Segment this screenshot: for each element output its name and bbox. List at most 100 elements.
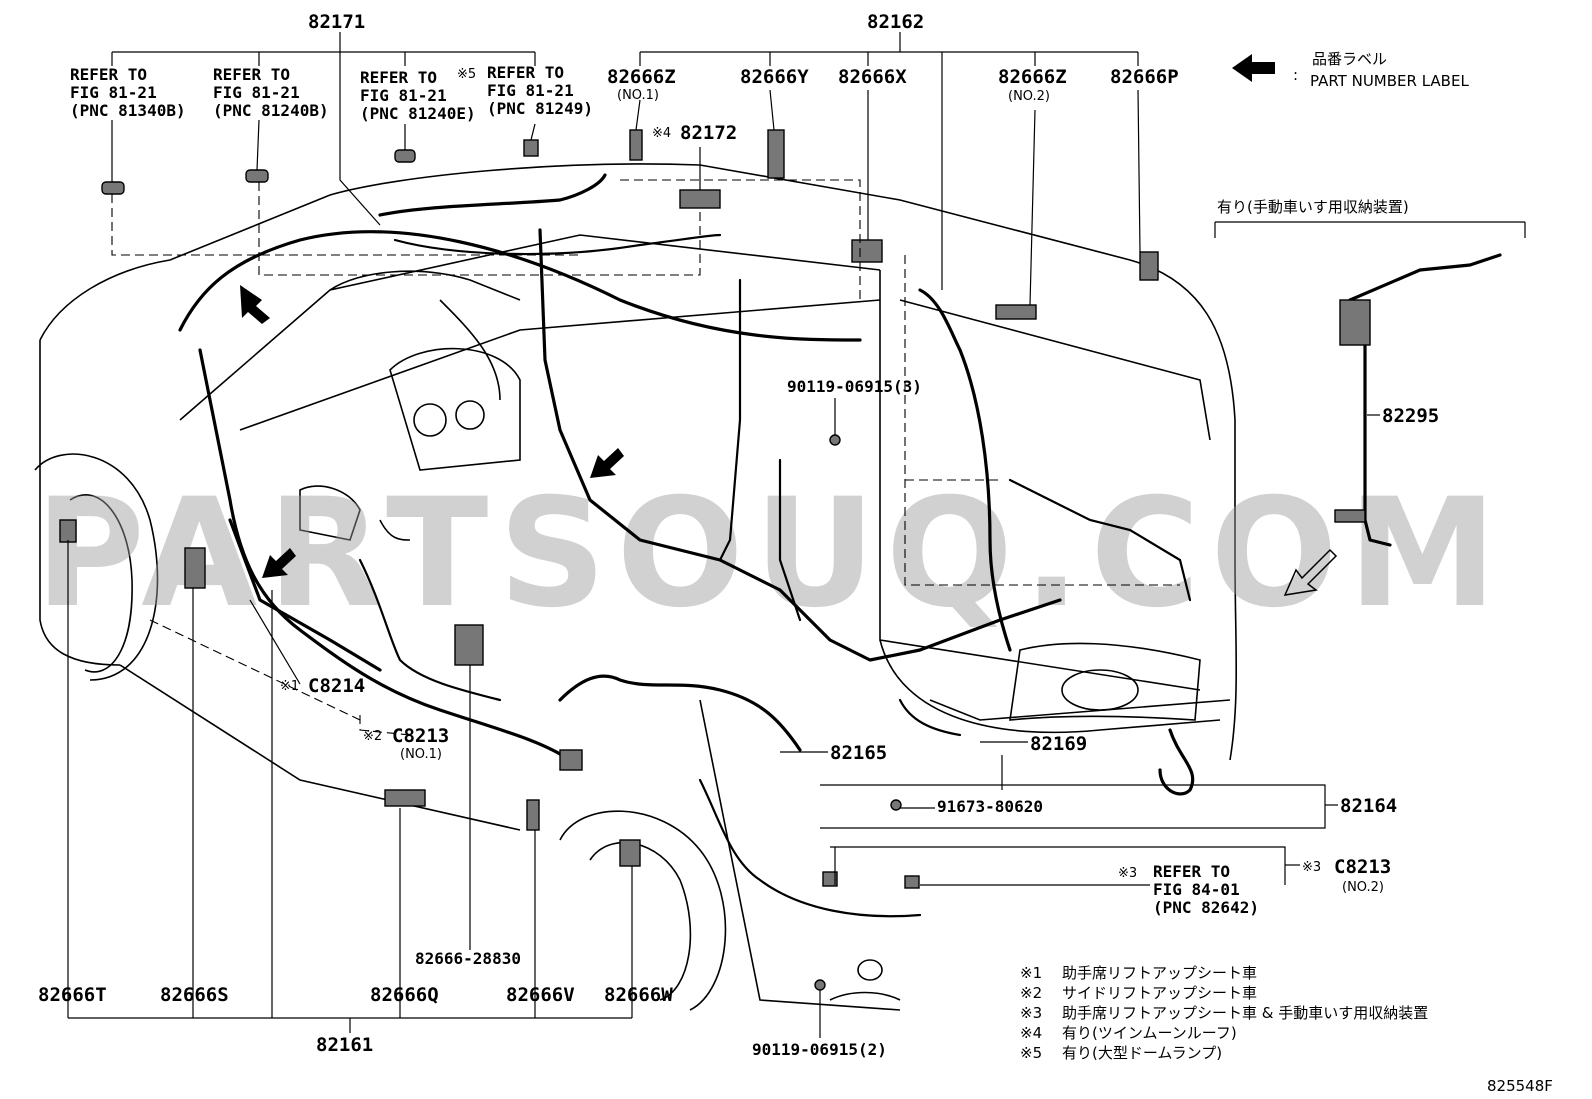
refer-block-5: ※3 REFER TO FIG 84-01 (PNC 82642)	[1118, 862, 1259, 917]
label-91673-80620: 91673-80620	[937, 797, 1043, 816]
svg-text:REFER TO: REFER TO	[360, 68, 437, 87]
clamp-82666s	[184, 547, 206, 589]
label-82666w: 82666W	[604, 984, 673, 1006]
note-mark: ※2	[1020, 984, 1042, 1002]
footnotes: ※1 助手席リフトアップシート車 ※2 サイドリフトアップシート車 ※3 助手席…	[1020, 964, 1428, 1062]
label-82172: 82172	[680, 122, 737, 144]
clamp-82666w	[619, 839, 641, 867]
note-mark: ※3	[1020, 1004, 1042, 1022]
note-text: 助手席リフトアップシート車	[1062, 964, 1257, 982]
label-82164: 82164	[1340, 795, 1397, 817]
label-82666z-no1: 82666Z	[607, 66, 676, 88]
figure-code: 825548F	[1487, 1077, 1553, 1095]
note-mark-c8214: ※1	[280, 679, 299, 694]
label-82295: 82295	[1382, 405, 1439, 427]
clamp-82666q	[384, 789, 426, 807]
label-90119-06915-3: 90119-06915(3)	[787, 377, 922, 396]
note-mark-c8213-no1: ※2	[363, 729, 382, 744]
label-c8213-no1: C8213	[392, 725, 449, 747]
label-82666y: 82666Y	[740, 66, 809, 88]
refer-block-4: ※5 REFER TO FIG 81-21 (PNC 81249)	[457, 63, 593, 118]
dome-lamp-bulb-c	[394, 149, 416, 163]
vehicle-body-outline	[34, 163, 1238, 1011]
note-mark: ※4	[1020, 1024, 1042, 1042]
svg-text:(PNC 81249): (PNC 81249)	[487, 99, 593, 118]
label-90119-06915-2: 90119-06915(2)	[752, 1040, 887, 1059]
sub-82666z-no1: (NO.1)	[617, 88, 659, 103]
label-82162: 82162	[867, 11, 924, 33]
svg-text:REFER TO: REFER TO	[213, 65, 290, 84]
sub-82666z-no2: (NO.2)	[1008, 89, 1050, 104]
clamp-82666t	[59, 519, 77, 543]
bolt-90119-2	[814, 979, 826, 991]
label-arrow-icons	[240, 54, 1338, 596]
svg-text:REFER TO: REFER TO	[1153, 862, 1230, 881]
svg-text:(PNC 81240B): (PNC 81240B)	[213, 101, 329, 120]
svg-text:(PNC 82642): (PNC 82642)	[1153, 898, 1259, 917]
clamp-82666v	[526, 799, 540, 831]
label-c8214: C8214	[308, 675, 365, 697]
dome-lamp-connector	[523, 139, 539, 157]
option-arrow-icon	[1283, 548, 1338, 596]
note-mark-82172: ※4	[652, 126, 671, 141]
label-82666x: 82666X	[838, 66, 907, 88]
label-arrow-icon	[240, 285, 270, 324]
svg-text:FIG 81-21: FIG 81-21	[487, 81, 574, 100]
svg-text:FIG 81-21: FIG 81-21	[213, 83, 300, 102]
wheelchair-harness-82295	[1339, 299, 1371, 346]
sub-c8213-no1: (NO.1)	[400, 747, 442, 762]
svg-text:FIG 81-21: FIG 81-21	[360, 86, 447, 105]
bolt-90119-3	[829, 434, 841, 446]
label-82169: 82169	[1030, 733, 1087, 755]
note-mark: ※5	[457, 67, 476, 82]
refer-block-3: REFER TO FIG 81-21 (PNC 81240E)	[360, 68, 476, 123]
watermark: PARTSOUQ.COM	[35, 467, 1507, 641]
wheelchair-bracket	[1334, 509, 1366, 523]
part-drawings	[59, 129, 1371, 991]
svg-text:FIG 84-01: FIG 84-01	[1153, 880, 1240, 899]
label-82666t: 82666T	[38, 984, 107, 1006]
clamp-82666x	[851, 239, 883, 263]
clamp-82666z-no1	[629, 129, 643, 161]
label-c8213-no2: C8213	[1334, 856, 1391, 878]
note-text: 助手席リフトアップシート車 & 手動車いす用収納装置	[1062, 1004, 1428, 1022]
dome-lamp-bulb-b	[245, 169, 269, 183]
legend-jp: 品番ラベル	[1312, 50, 1387, 68]
refer-block-1: REFER TO FIG 81-21 (PNC 81340B)	[70, 65, 186, 120]
clamp-82666p	[1139, 251, 1159, 281]
wire-harness-lines	[178, 173, 1502, 918]
label-82161: 82161	[316, 1034, 373, 1056]
note-mark: ※5	[1020, 1044, 1042, 1062]
clip-91673	[890, 799, 902, 811]
svg-text:REFER TO: REFER TO	[487, 63, 564, 82]
label-82666p: 82666P	[1110, 66, 1179, 88]
svg-text:(PNC 81340B): (PNC 81340B)	[70, 101, 186, 120]
sub-c8213-no2: (NO.2)	[1342, 880, 1384, 895]
label-82666-28830: 82666-28830	[415, 949, 521, 968]
connector-82642	[904, 875, 920, 889]
svg-text:FIG 81-21: FIG 81-21	[70, 83, 157, 102]
harness-82172	[679, 189, 721, 209]
label-82666v: 82666V	[506, 984, 575, 1006]
svg-text:(PNC 81240E): (PNC 81240E)	[360, 104, 476, 123]
note-text: サイドリフトアップシート車	[1062, 984, 1257, 1002]
connector-c8213-no1	[559, 749, 583, 771]
legend-arrow-icon	[1232, 54, 1275, 82]
label-arrow-icon	[262, 548, 296, 578]
connector-c8213-no2	[822, 871, 838, 887]
label-82666s: 82666S	[160, 984, 229, 1006]
option-header: 有り(手動車いす用収納装置)	[1217, 198, 1409, 216]
refer-block-2: REFER TO FIG 81-21 (PNC 81240B)	[213, 65, 329, 120]
clamp-82666y	[767, 129, 785, 179]
legend-colon: :	[1293, 66, 1298, 84]
note-text: 有り(ツインムーンルーフ)	[1062, 1024, 1237, 1042]
label-82171: 82171	[308, 11, 365, 33]
note-mark: ※1	[1020, 964, 1042, 982]
clamp-82666z-no2	[995, 304, 1037, 320]
dome-lamp-bulb-a	[101, 181, 125, 195]
legend-en: PART NUMBER LABEL	[1310, 72, 1469, 90]
leader-lines	[67, 32, 1526, 1038]
note-text: 有り(大型ドームランプ)	[1062, 1044, 1222, 1062]
label-arrow-icon	[590, 448, 624, 478]
